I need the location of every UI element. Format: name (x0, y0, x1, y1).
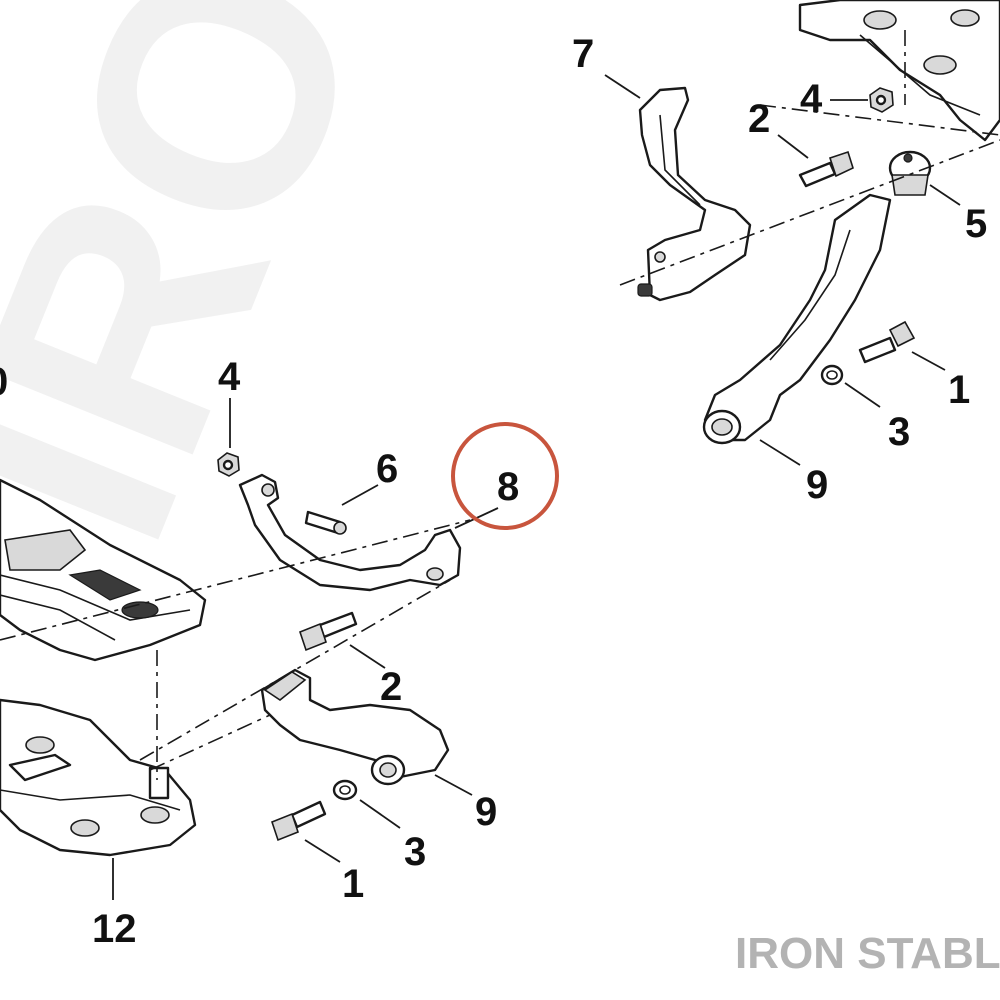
pivot-bushing (888, 150, 932, 196)
skid-plate (0, 698, 197, 857)
pivot-pin (304, 510, 347, 535)
assembly-line-left-2 (139, 579, 451, 761)
heel-shifter-lever (238, 473, 462, 592)
callout-3-upper: 3 (888, 410, 910, 454)
bolt-upper-right (798, 150, 854, 188)
footpeg-arm-lower (260, 668, 450, 786)
callout-1-upper: 1 (948, 368, 970, 412)
callout-5: 5 (965, 202, 987, 246)
callout-4-lower: 4 (218, 355, 241, 399)
nut-left (217, 452, 240, 477)
callout-4-upper: 4 (800, 77, 823, 121)
callout-12: 12 (92, 907, 137, 951)
callout-10-partial: 0 (0, 360, 8, 404)
highlight-circle (451, 422, 559, 530)
pedal-arm-upper (637, 86, 752, 302)
assembly-line-right-1 (619, 139, 1000, 286)
callout-9-lower: 9 (475, 790, 497, 834)
bolt-right-1 (858, 320, 916, 364)
washer-right (820, 364, 844, 386)
assembly-line-left-3 (149, 714, 271, 771)
callout-9-upper: 9 (806, 463, 828, 507)
callout-6: 6 (376, 447, 398, 491)
bolt-left-2 (299, 611, 358, 652)
callout-8: 8 (497, 465, 519, 509)
callout-3-lower: 3 (404, 830, 426, 874)
washer-left (332, 779, 358, 801)
callout-1-lower: 1 (342, 862, 364, 906)
callout-2-lower: 2 (380, 665, 402, 709)
assembly-line-right-2 (759, 104, 1000, 136)
frame-bracket-top (798, 0, 1000, 142)
bolt-left-1 (271, 800, 327, 842)
floorboard (0, 478, 207, 662)
callout-7: 7 (572, 32, 594, 76)
brand-label: IRON STABLE (735, 929, 1000, 978)
footpeg-arm-upper (702, 193, 892, 445)
callout-2-upper: 2 (748, 97, 770, 141)
nut-upper-right (869, 87, 894, 113)
